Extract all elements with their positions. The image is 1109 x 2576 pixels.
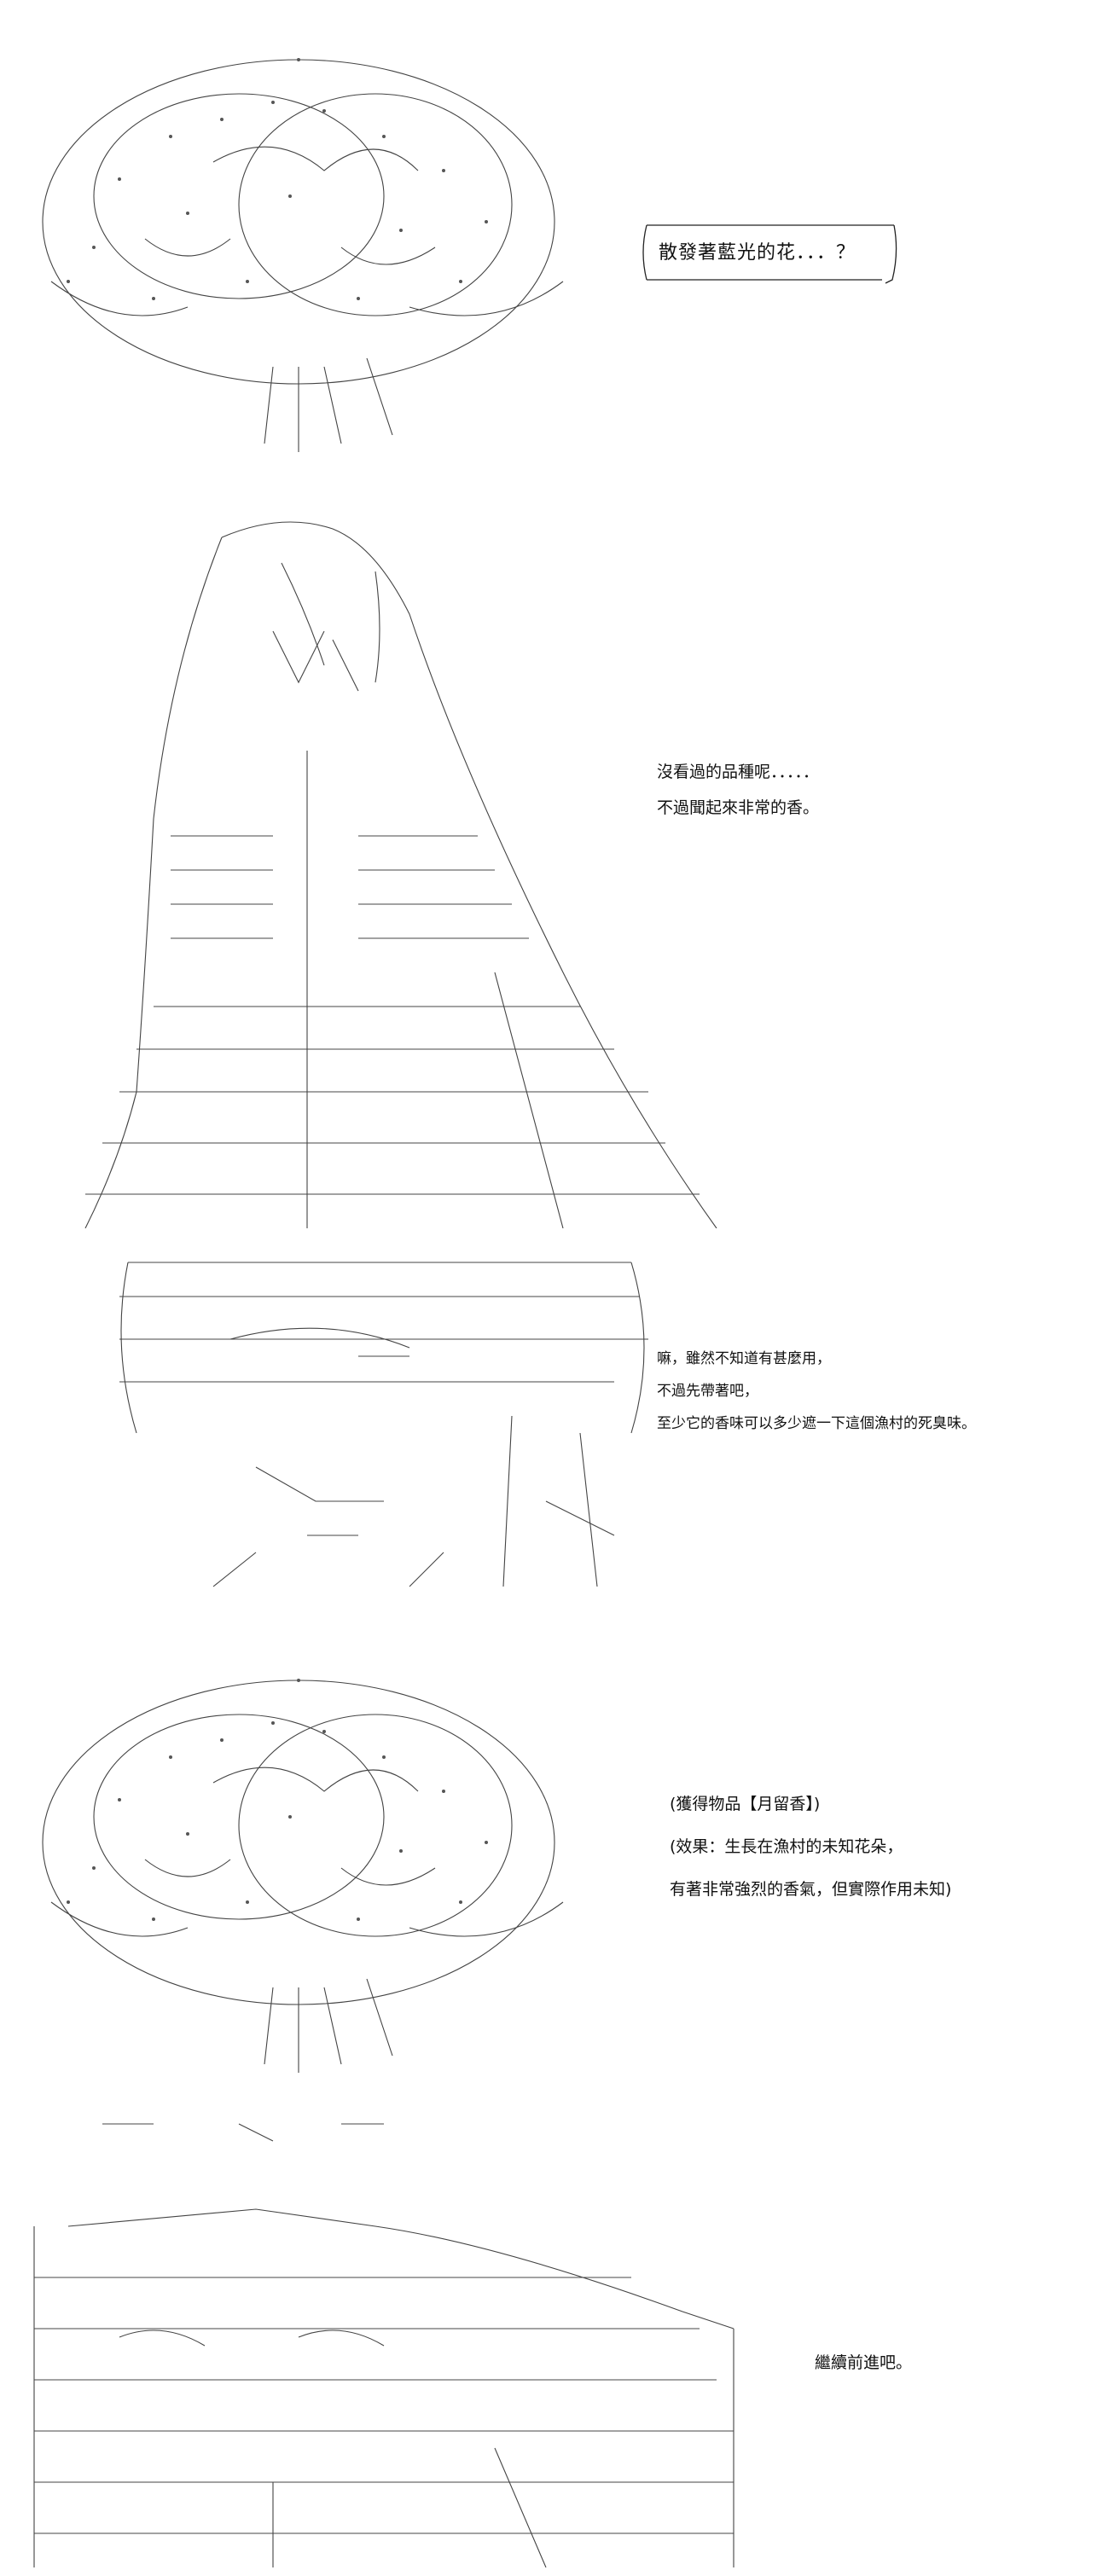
caption-text-2: 不過聞起來非常的香。 — [657, 798, 820, 817]
flower-bouquet-ascii-art — [42, 58, 564, 452]
panel-4: (獲得物品【月留香】) (效果：生長在漁村的未知花朵， 有著非常強烈的香氣，但實… — [0, 1621, 1109, 2098]
caption-text-1: 沒看過的品種呢．．．．． — [657, 763, 820, 781]
bubble-text: 散發著藍光的花．．．？ — [659, 242, 856, 264]
caption-text-3: 有著非常強烈的香氣，但實際作用未知) — [670, 1880, 952, 1899]
caption-text-1: 嘛，雖然不知道有甚麼用， — [657, 1350, 831, 1367]
panel-3: 嘛，雖然不知道有甚麼用， 不過先帶著吧， 至少它的香味可以多少遮一下這個漁村的死… — [0, 1228, 1109, 1621]
caption-text-3: 至少它的香味可以多少遮一下這個漁村的死臭味。 — [657, 1415, 976, 1432]
caption-text-2: 不過先帶著吧， — [657, 1383, 758, 1400]
long-haired-girl-ascii-art — [84, 521, 717, 1228]
panel-2: 沒看過的品種呢．．．．． 不過聞起來非常的香。 — [0, 478, 1109, 1228]
character-closeup-ascii-art — [33, 2123, 734, 2567]
caption-text-1: 繼續前進吧。 — [815, 2353, 913, 2372]
panel-5: 繼續前進吧。 — [0, 2098, 1109, 2576]
flower-bouquet-ascii-art — [42, 1679, 564, 2073]
character-face-ascii-art — [119, 1262, 648, 1587]
panel-1: 散發著藍光的花．．．？ — [0, 0, 1109, 478]
caption-text-2: (效果：生長在漁村的未知花朵， — [670, 1837, 903, 1856]
speech-bubble: 散發著藍光的花．．．？ — [638, 220, 903, 287]
caption-text-1: (獲得物品【月留香】) — [670, 1795, 821, 1813]
